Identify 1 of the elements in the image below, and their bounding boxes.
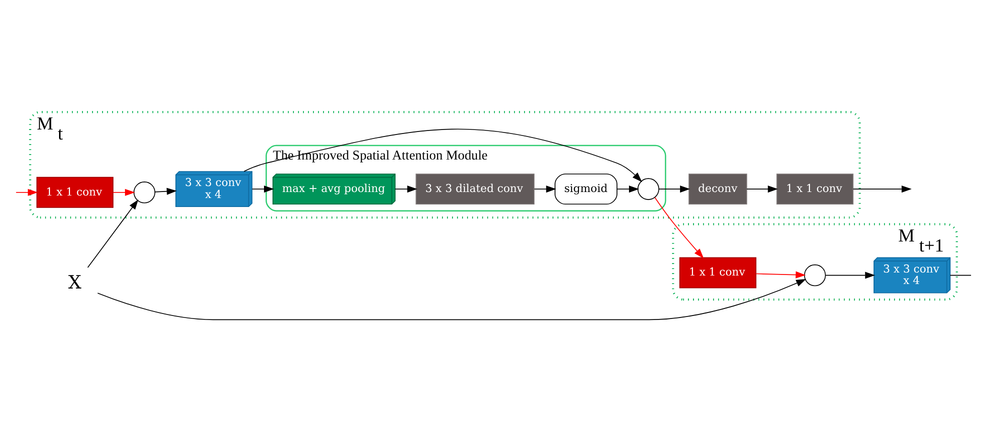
- node-text: X: [68, 272, 82, 293]
